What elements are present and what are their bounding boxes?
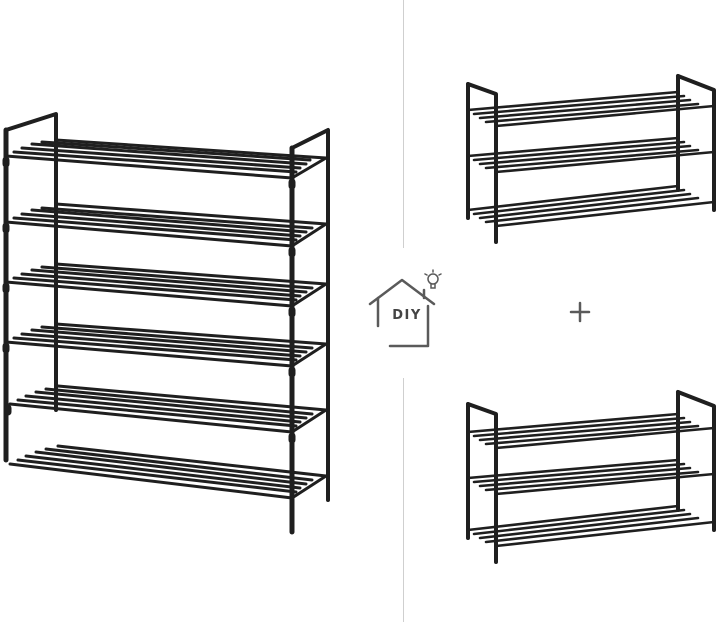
shoe-rack-three-tier-top [466, 74, 716, 244]
shoe-rack-six-tier [2, 112, 330, 535]
plus-icon [569, 301, 591, 323]
lightbulb-icon [424, 269, 442, 289]
divider-bottom [403, 378, 404, 622]
divider-top [403, 0, 404, 248]
rack-tiers [4, 138, 328, 500]
diy-badge: DIY [366, 268, 446, 350]
house-outline-icon [368, 278, 436, 348]
shoe-rack-three-tier-bottom [466, 390, 716, 564]
diy-label: DIY [392, 308, 422, 323]
